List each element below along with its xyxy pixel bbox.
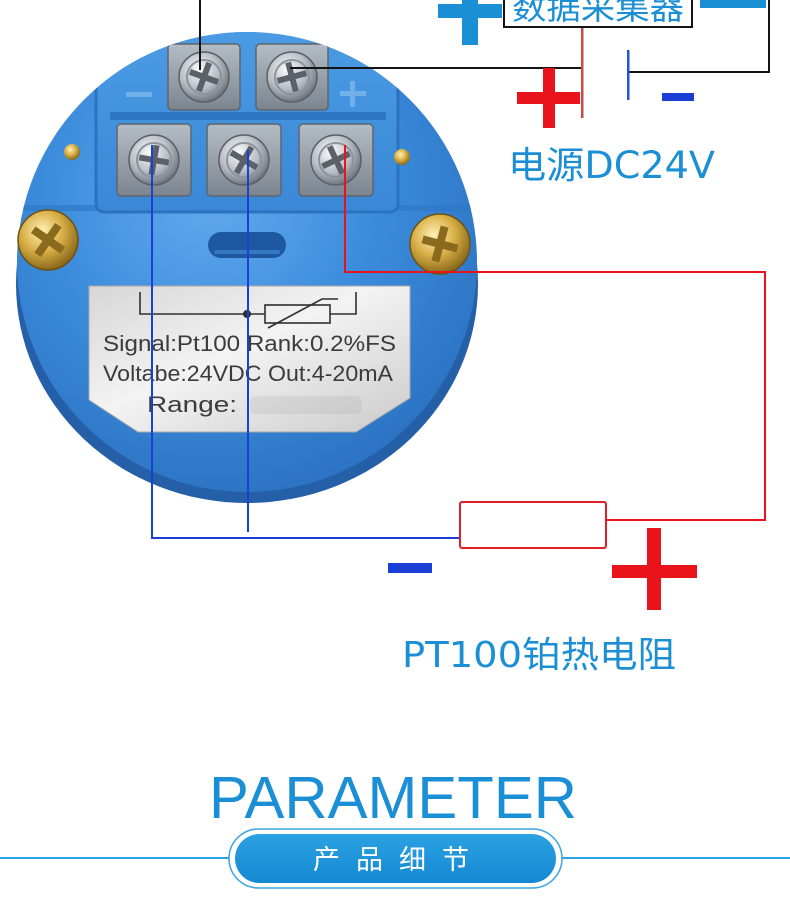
module-face-details xyxy=(17,32,477,258)
terminal-row-divider xyxy=(110,112,386,120)
brass-dot-right xyxy=(394,149,410,165)
mounting-screw-right-icon xyxy=(409,213,471,275)
section-divider-left xyxy=(0,857,229,859)
brass-dot-left xyxy=(64,144,80,160)
nameplate-line-range: Range: xyxy=(147,392,237,417)
wire-sensor-negative-left xyxy=(151,145,465,539)
side-ledge-left xyxy=(17,205,112,211)
collector-minus-sign-icon xyxy=(700,0,766,8)
temperature-transmitter-module: Signal:Pt100 Rank:0.2%FS Voltabe:24VDC O… xyxy=(16,32,478,503)
wire-sensor-positive xyxy=(344,145,766,521)
terminal-screw-icon xyxy=(178,51,230,103)
wire-supply-negative-to-collector xyxy=(628,0,770,73)
pt100-sensor-label: PT100铂热电阻 xyxy=(402,635,676,676)
housing-plus-mark-icon xyxy=(340,81,366,107)
nameplate-background xyxy=(88,285,411,433)
battery-short-plate xyxy=(627,50,630,100)
nameplate-line-signal: Signal:Pt100 Rank:0.2%FS xyxy=(103,331,396,356)
section-divider-right xyxy=(562,857,790,859)
wiring xyxy=(151,0,770,539)
data-collector-box: 数据采集器 xyxy=(503,0,693,28)
housing-minus-mark-icon xyxy=(126,92,152,97)
supply-minus-sign-icon xyxy=(662,93,694,101)
nameplate-label: Signal:Pt100 Rank:0.2%FS Voltabe:24VDC O… xyxy=(88,285,411,433)
terminal-screw-icon xyxy=(128,134,180,186)
data-collector-label: 数据采集器 xyxy=(512,0,684,27)
terminal-screw-icon xyxy=(218,134,270,186)
supply-plus-sign-icon xyxy=(517,68,580,128)
range-stamp-smudge xyxy=(250,396,362,414)
terminal-screw-icon xyxy=(266,51,318,103)
mounting-screw-left-icon xyxy=(17,209,79,271)
collector-plus-sign-icon xyxy=(438,0,502,45)
section-header: PARAMETER 产品细节 xyxy=(0,765,790,889)
sensor-minus-sign-icon xyxy=(388,563,432,573)
terminal-screw-icon xyxy=(310,134,362,186)
side-ledge-right xyxy=(383,205,477,211)
dc-supply-battery-icon xyxy=(581,28,630,118)
pt100-resistor-icon xyxy=(459,501,607,549)
battery-long-plate xyxy=(581,28,584,118)
sensor-plus-sign-icon xyxy=(612,528,697,610)
section-badge xyxy=(235,834,556,883)
power-supply-label: 电源DC24V xyxy=(508,144,715,187)
section-title: PARAMETER xyxy=(209,765,577,831)
